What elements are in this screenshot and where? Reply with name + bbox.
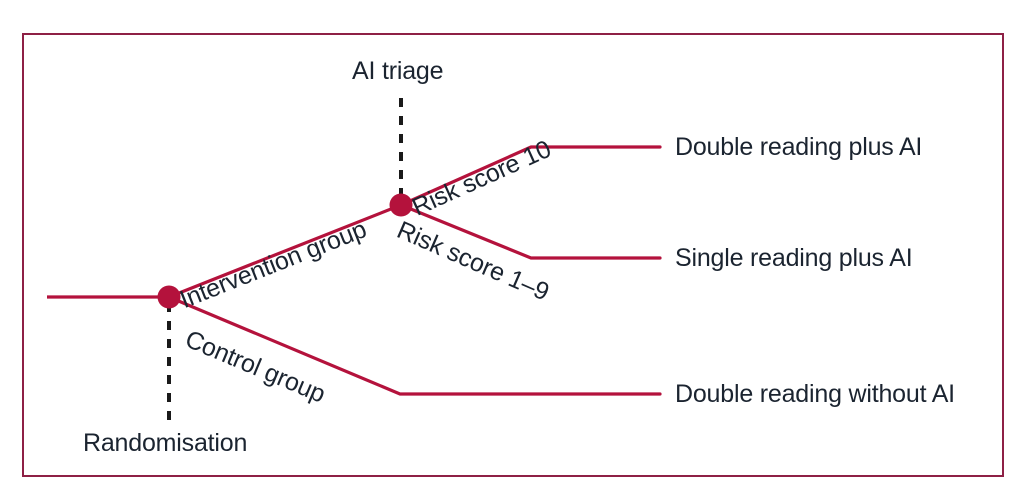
outcome-label-single-reading-plus-ai: Single reading plus AI xyxy=(675,244,913,272)
edge-risk-score-high xyxy=(399,145,662,207)
node-ai-triage xyxy=(389,193,413,217)
node-randomisation xyxy=(157,285,181,309)
edge-risk-score-low xyxy=(399,203,662,260)
edge-intervention-group xyxy=(167,203,403,299)
figure-border xyxy=(22,33,1004,477)
outcome-label-double-reading-plus-ai: Double reading plus AI xyxy=(675,133,923,161)
node-label-ai-triage: AI triage xyxy=(352,57,444,85)
outcome-label-double-reading-without-ai: Double reading without AI xyxy=(675,380,955,408)
node-label-randomisation: Randomisation xyxy=(83,429,248,457)
edge-control-group xyxy=(167,295,662,396)
